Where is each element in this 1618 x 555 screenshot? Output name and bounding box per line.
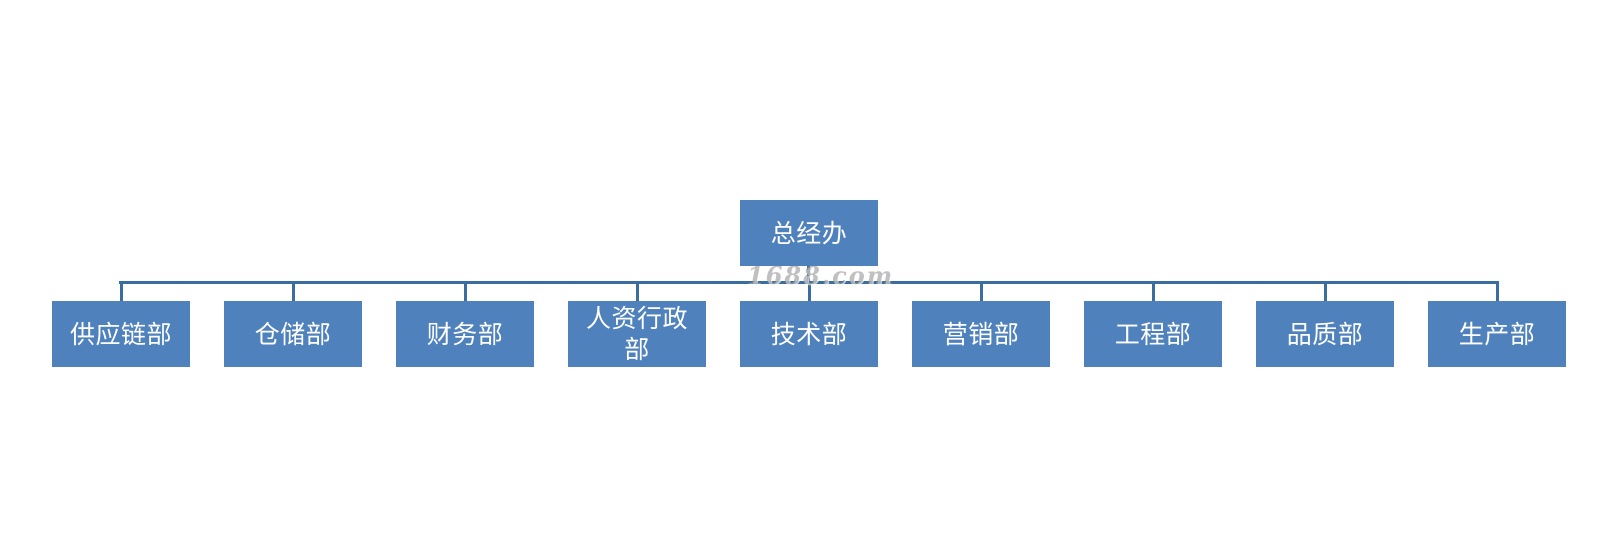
root-box-general-office: 总经办 <box>740 200 878 266</box>
dept-connector <box>464 281 467 302</box>
dept-connector <box>1324 281 1327 302</box>
dept-connector <box>1496 281 1499 302</box>
dept-connector <box>1152 281 1155 302</box>
root-connector <box>807 264 810 283</box>
dept-box-technology: 技术部 <box>740 301 878 367</box>
dept-box-production: 生产部 <box>1428 301 1566 367</box>
dept-connector <box>980 281 983 302</box>
dept-box-warehouse: 仓储部 <box>224 301 362 367</box>
dept-connector <box>808 281 811 302</box>
dept-box-finance: 财务部 <box>396 301 534 367</box>
watermark-text: 1688.com <box>747 261 895 290</box>
dept-connector <box>636 281 639 302</box>
dept-box-quality: 品质部 <box>1256 301 1394 367</box>
dept-box-engineering: 工程部 <box>1084 301 1222 367</box>
dept-connector <box>292 281 295 302</box>
dept-connector <box>120 281 123 302</box>
dept-box-marketing: 营销部 <box>912 301 1050 367</box>
dept-box-supply-chain: 供应链部 <box>52 301 190 367</box>
dept-box-hr-admin: 人资行政部 <box>568 301 706 367</box>
